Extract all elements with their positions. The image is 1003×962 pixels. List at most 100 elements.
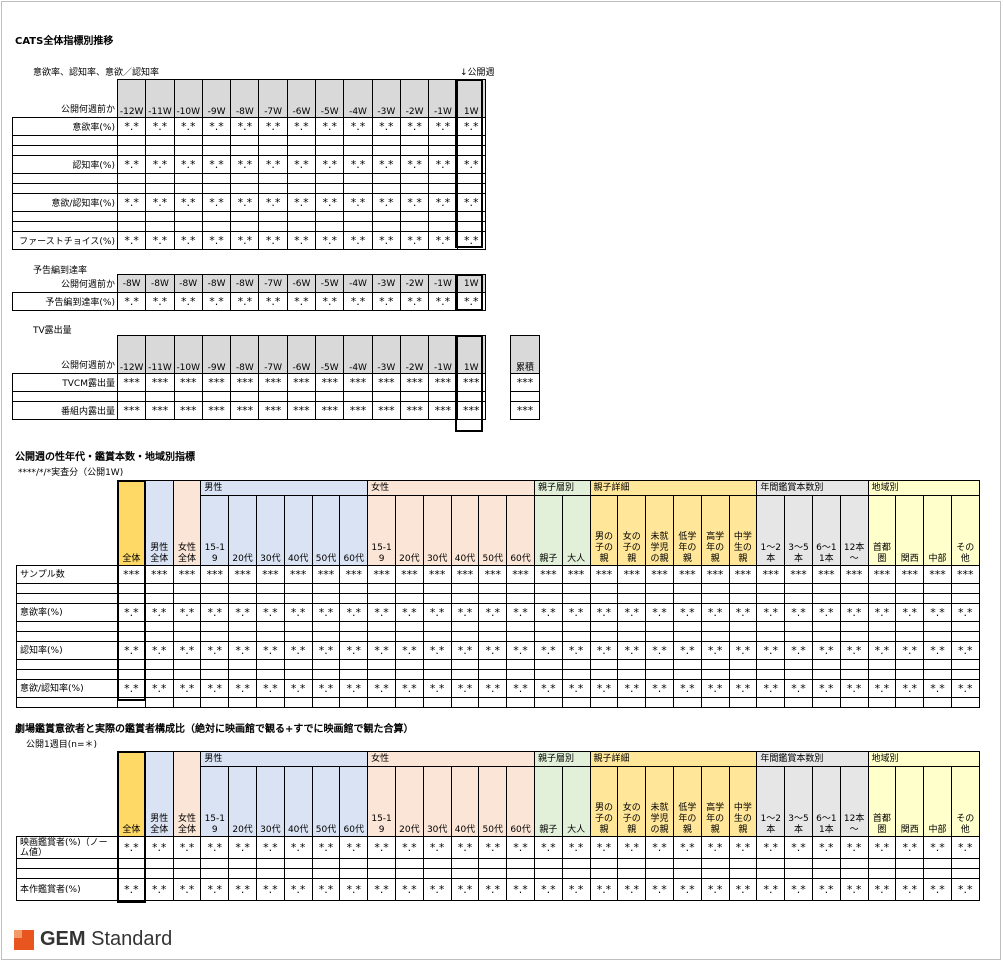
value-cell: *** [645, 565, 674, 584]
value-cell: *.* [144, 679, 174, 698]
value-cell: *.* [700, 878, 730, 901]
col-header: 未就学児の親 [645, 495, 674, 566]
sec5-subtitle: 公開1週目(n=＊) [26, 740, 97, 750]
value-cell: *.* [561, 878, 591, 901]
value-cell: *.* [394, 836, 424, 859]
week-header: -9W [201, 99, 232, 118]
value-cell: *.* [343, 193, 373, 212]
value-cell: *.* [756, 836, 786, 859]
col-header: 女の子の親 [617, 766, 647, 837]
col-header: 高学年の親 [700, 495, 730, 566]
table-row: 認知率(%)*.**.**.**.**.**.**.**.**.**.**.**… [16, 641, 980, 660]
week-header-label: 公開何週前か [60, 360, 115, 371]
value-cell: *** [230, 401, 260, 420]
value-cell: *.* [839, 878, 869, 901]
week-header: -1W [428, 355, 458, 374]
week-header: -1W [428, 99, 458, 118]
value-cell: *.* [450, 603, 480, 622]
week-header: -12W [116, 99, 147, 118]
gem-standard-logo: GEM Standard [14, 928, 172, 951]
value-cell: *.* [145, 193, 175, 212]
group-header-region: 地域別 [867, 751, 980, 767]
group-header-parent_detail: 親子詳細 [589, 480, 758, 496]
value-cell: *.* [394, 603, 424, 622]
value-cell: *.* [201, 292, 232, 311]
value-cell: *** [923, 565, 952, 584]
value-cell: *.* [506, 836, 535, 859]
group-header-parent_detail: 親子詳細 [589, 751, 758, 767]
value-cell: *.* [315, 155, 345, 174]
value-cell: *.* [343, 231, 373, 250]
value-cell: *** [895, 565, 925, 584]
sec5-title: 劇場鑑賞意欲者と実際の鑑賞者構成比（絶対に映画館で観る+すでに映画館で観た合算） [15, 724, 414, 735]
value-cell: *.* [422, 603, 452, 622]
value-cell: *** [728, 565, 758, 584]
col-header: 首都圏 [867, 495, 897, 566]
table-row: 意欲/認知率(%)*.**.**.**.**.**.**.**.**.**.**… [12, 193, 486, 212]
value-cell: *.* [399, 292, 430, 311]
week-header: -6W [286, 355, 317, 374]
week-header: -8W [230, 99, 260, 118]
value-cell: *.* [428, 292, 458, 311]
value-cell: *** [428, 373, 458, 392]
col-header: 30代 [422, 495, 452, 566]
col-header: 大人 [561, 766, 591, 837]
week-header: -11W [145, 99, 175, 118]
value-cell: *.* [145, 292, 175, 311]
value-cell: *.* [700, 603, 730, 622]
col-header: 50代 [478, 766, 508, 837]
value-cell: *** [399, 401, 430, 420]
value-cell: *.* [117, 836, 146, 859]
group-header-count: 年間鑑賞本数別 [756, 751, 869, 767]
value-cell: *.* [228, 836, 257, 859]
value-cell: *.* [895, 878, 925, 901]
week-header: 1W [456, 99, 486, 118]
col-header: 60代 [506, 766, 535, 837]
value-cell: *.* [645, 836, 674, 859]
value-cell: *.* [428, 117, 458, 136]
value-cell: *.* [339, 679, 369, 698]
col-header: 50代 [478, 495, 508, 566]
value-cell: *.* [784, 679, 813, 698]
value-cell: *.* [339, 878, 369, 901]
trend-table: 公開何週前か-12W-11W-10W-9W-8W-7W-6W-5W-4W-3W-… [12, 79, 486, 250]
value-cell: *.* [478, 836, 508, 859]
value-cell: *** [561, 565, 591, 584]
value-cell: *.* [478, 679, 508, 698]
col-header: 大人 [561, 495, 591, 566]
group-header-parent: 親子層別 [533, 751, 591, 767]
col-header: 15-19 [367, 495, 396, 566]
value-cell: *.* [839, 641, 869, 660]
value-cell: *.* [172, 603, 202, 622]
value-cell: *.* [561, 836, 591, 859]
value-cell: *.* [394, 878, 424, 901]
col-header: 30代 [255, 495, 285, 566]
value-cell: *.* [172, 878, 202, 901]
value-cell: *.* [172, 679, 202, 698]
value-cell: *.* [371, 193, 401, 212]
week-header: -8W [230, 274, 260, 293]
col-header: その他 [950, 495, 980, 566]
value-cell: *.* [478, 641, 508, 660]
tv-exposure-table: 公開何週前か-12W-11W-10W-9W-8W-7W-6W-5W-4W-3W-… [12, 335, 486, 420]
col-header: 未就学児の親 [645, 766, 674, 837]
table-row: 映画鑑賞者(%)（ノーム値）*.**.**.**.**.**.**.**.**.… [16, 836, 980, 859]
value-cell: *.* [589, 603, 619, 622]
value-cell: *.* [950, 679, 980, 698]
value-cell: *.* [228, 603, 257, 622]
week-header: -3W [371, 99, 401, 118]
value-cell: *** [839, 565, 869, 584]
col-header: 20代 [228, 766, 257, 837]
value-cell: *** [672, 565, 702, 584]
value-cell: *.* [923, 878, 952, 901]
value-cell: *.* [756, 603, 786, 622]
value-cell: *.* [589, 836, 619, 859]
col-header: 20代 [228, 495, 257, 566]
value-cell: *** [811, 565, 841, 584]
week-header: -3W [371, 355, 401, 374]
value-cell: *.* [283, 679, 313, 698]
value-cell: *.* [173, 231, 203, 250]
value-cell: *.* [450, 878, 480, 901]
value-cell: *.* [399, 193, 430, 212]
cumulative-value: *** [510, 401, 540, 420]
